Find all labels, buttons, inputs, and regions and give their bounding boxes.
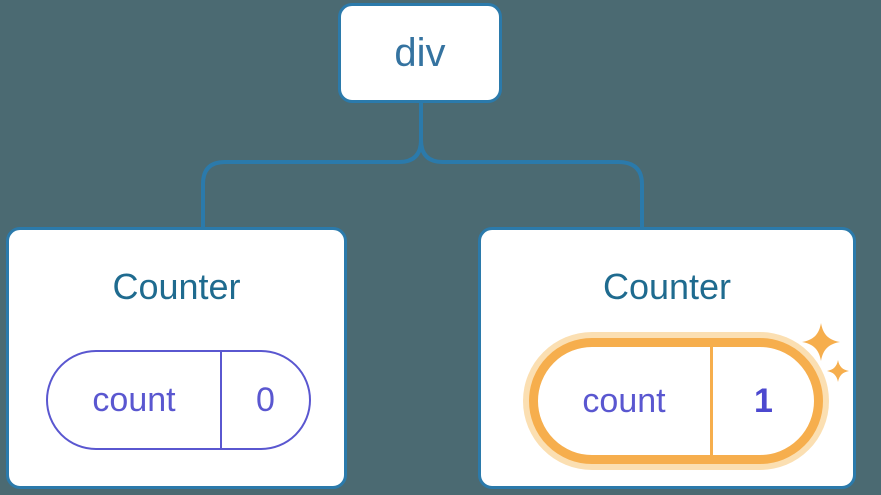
component-title: Counter <box>602 266 732 307</box>
root-node: div <box>338 3 502 103</box>
state-key-label: count <box>538 347 713 455</box>
connector-branch-right <box>419 101 644 229</box>
state-key-label: count <box>48 352 222 448</box>
counter-card-left: Counter count 0 <box>6 227 347 489</box>
connector-branch-left <box>201 101 423 229</box>
component-title: Counter <box>112 266 241 307</box>
state-pill: count 0 <box>46 350 311 450</box>
root-node-label: div <box>394 30 446 75</box>
state-value: 0 <box>256 380 275 419</box>
counter-card-right: Counter count 1 <box>478 227 856 489</box>
sparkles-icon <box>802 323 849 382</box>
state-pill-highlighted: count 1 <box>529 338 823 464</box>
state-value: 1 <box>754 381 773 420</box>
